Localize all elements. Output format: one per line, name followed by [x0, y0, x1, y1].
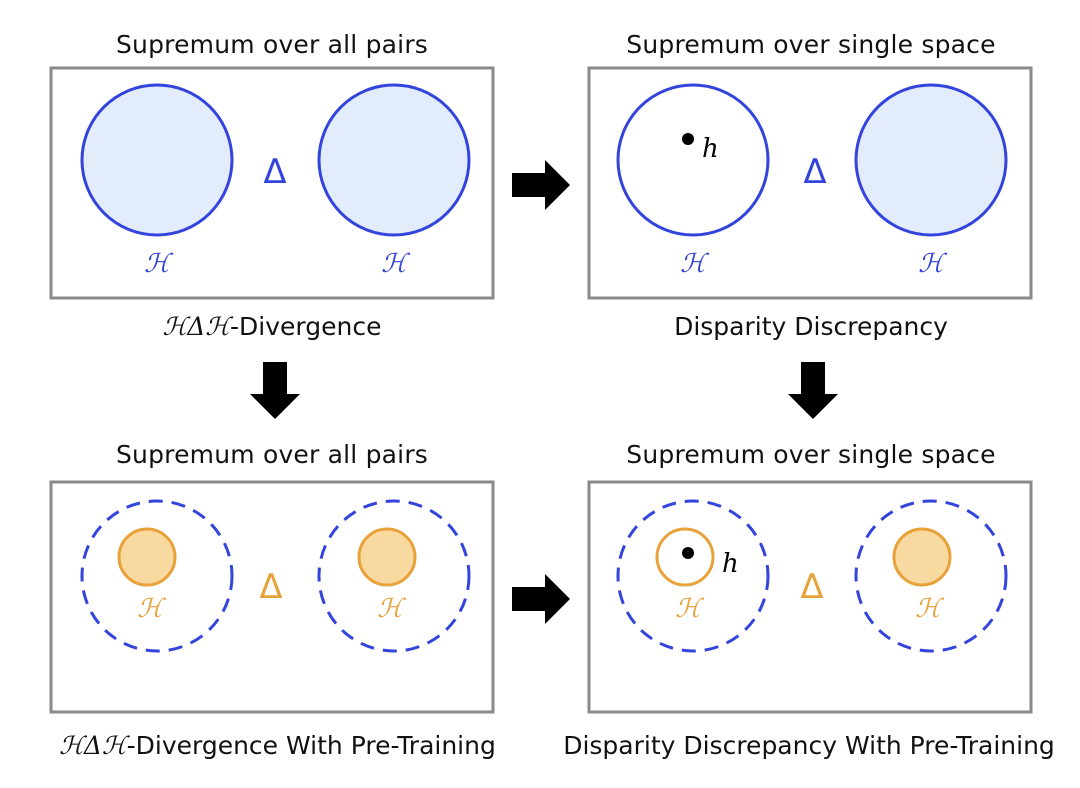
pretrained-subspace-circle-right	[357, 527, 417, 587]
panel-frame-top-right	[587, 66, 1033, 300]
panel-caption-bottom-right: Disparity Discrepancy With Pre-Training	[548, 731, 1070, 760]
hypothesis-label-left: ℋ	[144, 249, 174, 279]
caption-text: Disparity Discrepancy	[674, 312, 948, 341]
hypothesis-space-circle-right	[854, 83, 1008, 237]
delta-symbol: Δ	[803, 152, 826, 192]
panel-heading-top-left: Supremum over all pairs	[115, 30, 429, 59]
point-label: h	[702, 134, 719, 164]
panel-caption-top-right: Disparity Discrepancy	[611, 312, 1011, 341]
hypothesis-point	[682, 547, 694, 559]
panel-caption-bottom-left: ℋΔℋ-Divergence With Pre-Training	[20, 731, 535, 760]
hypothesis-space-dashed-circle-left	[80, 499, 234, 653]
hypothesis-label-right: ℋ	[918, 249, 948, 279]
caption-text: -Divergence With Pre-Training	[126, 731, 496, 760]
hypothesis-space-circle-right	[317, 83, 471, 237]
hypothesis-label-left: ℋ	[137, 594, 167, 624]
arrow-right-icon	[512, 160, 570, 210]
hypothesis-point	[682, 133, 694, 145]
pretrained-subspace-circle-left	[117, 527, 177, 587]
delta-symbol: Δ	[263, 152, 286, 192]
arrow-right-icon	[512, 574, 570, 624]
hypothesis-space-circle-left	[80, 83, 234, 237]
delta-symbol: Δ	[800, 567, 823, 607]
hypothesis-space-dashed-circle-right	[317, 499, 471, 653]
point-label: h	[722, 549, 739, 579]
hypothesis-space-dashed-circle-right	[854, 499, 1008, 653]
arrow-down-icon	[788, 362, 838, 419]
arrow-down-icon	[250, 362, 300, 419]
panel-frame-bottom-left	[49, 480, 495, 714]
panel-frame-top-left	[49, 66, 495, 300]
panel-heading-bottom-right: Supremum over single space	[626, 440, 996, 469]
panel-heading-bottom-left: Supremum over all pairs	[115, 440, 429, 469]
delta-symbol: Δ	[259, 567, 282, 607]
caption-text: Disparity Discrepancy With Pre-Training	[563, 731, 1055, 760]
hypothesis-space-circle-left	[616, 83, 770, 237]
hypothesis-label-right: ℋ	[915, 594, 945, 624]
caption-text: -Divergence	[230, 312, 382, 341]
hypothesis-label-right: ℋ	[381, 249, 411, 279]
panel-heading-top-right: Supremum over single space	[626, 30, 996, 59]
hypothesis-space-dashed-circle-left	[616, 499, 770, 653]
hypothesis-label-left: ℋ	[675, 594, 705, 624]
panel-frame-bottom-right	[587, 480, 1033, 714]
panel-caption-top-left: ℋΔℋ-Divergence	[90, 312, 454, 341]
pretrained-subspace-circle-right	[892, 527, 952, 587]
caption-symbol: ℋΔℋ	[162, 312, 230, 341]
caption-symbol: ℋΔℋ	[59, 731, 127, 760]
hypothesis-label-left: ℋ	[680, 249, 710, 279]
hypothesis-label-right: ℋ	[377, 594, 407, 624]
